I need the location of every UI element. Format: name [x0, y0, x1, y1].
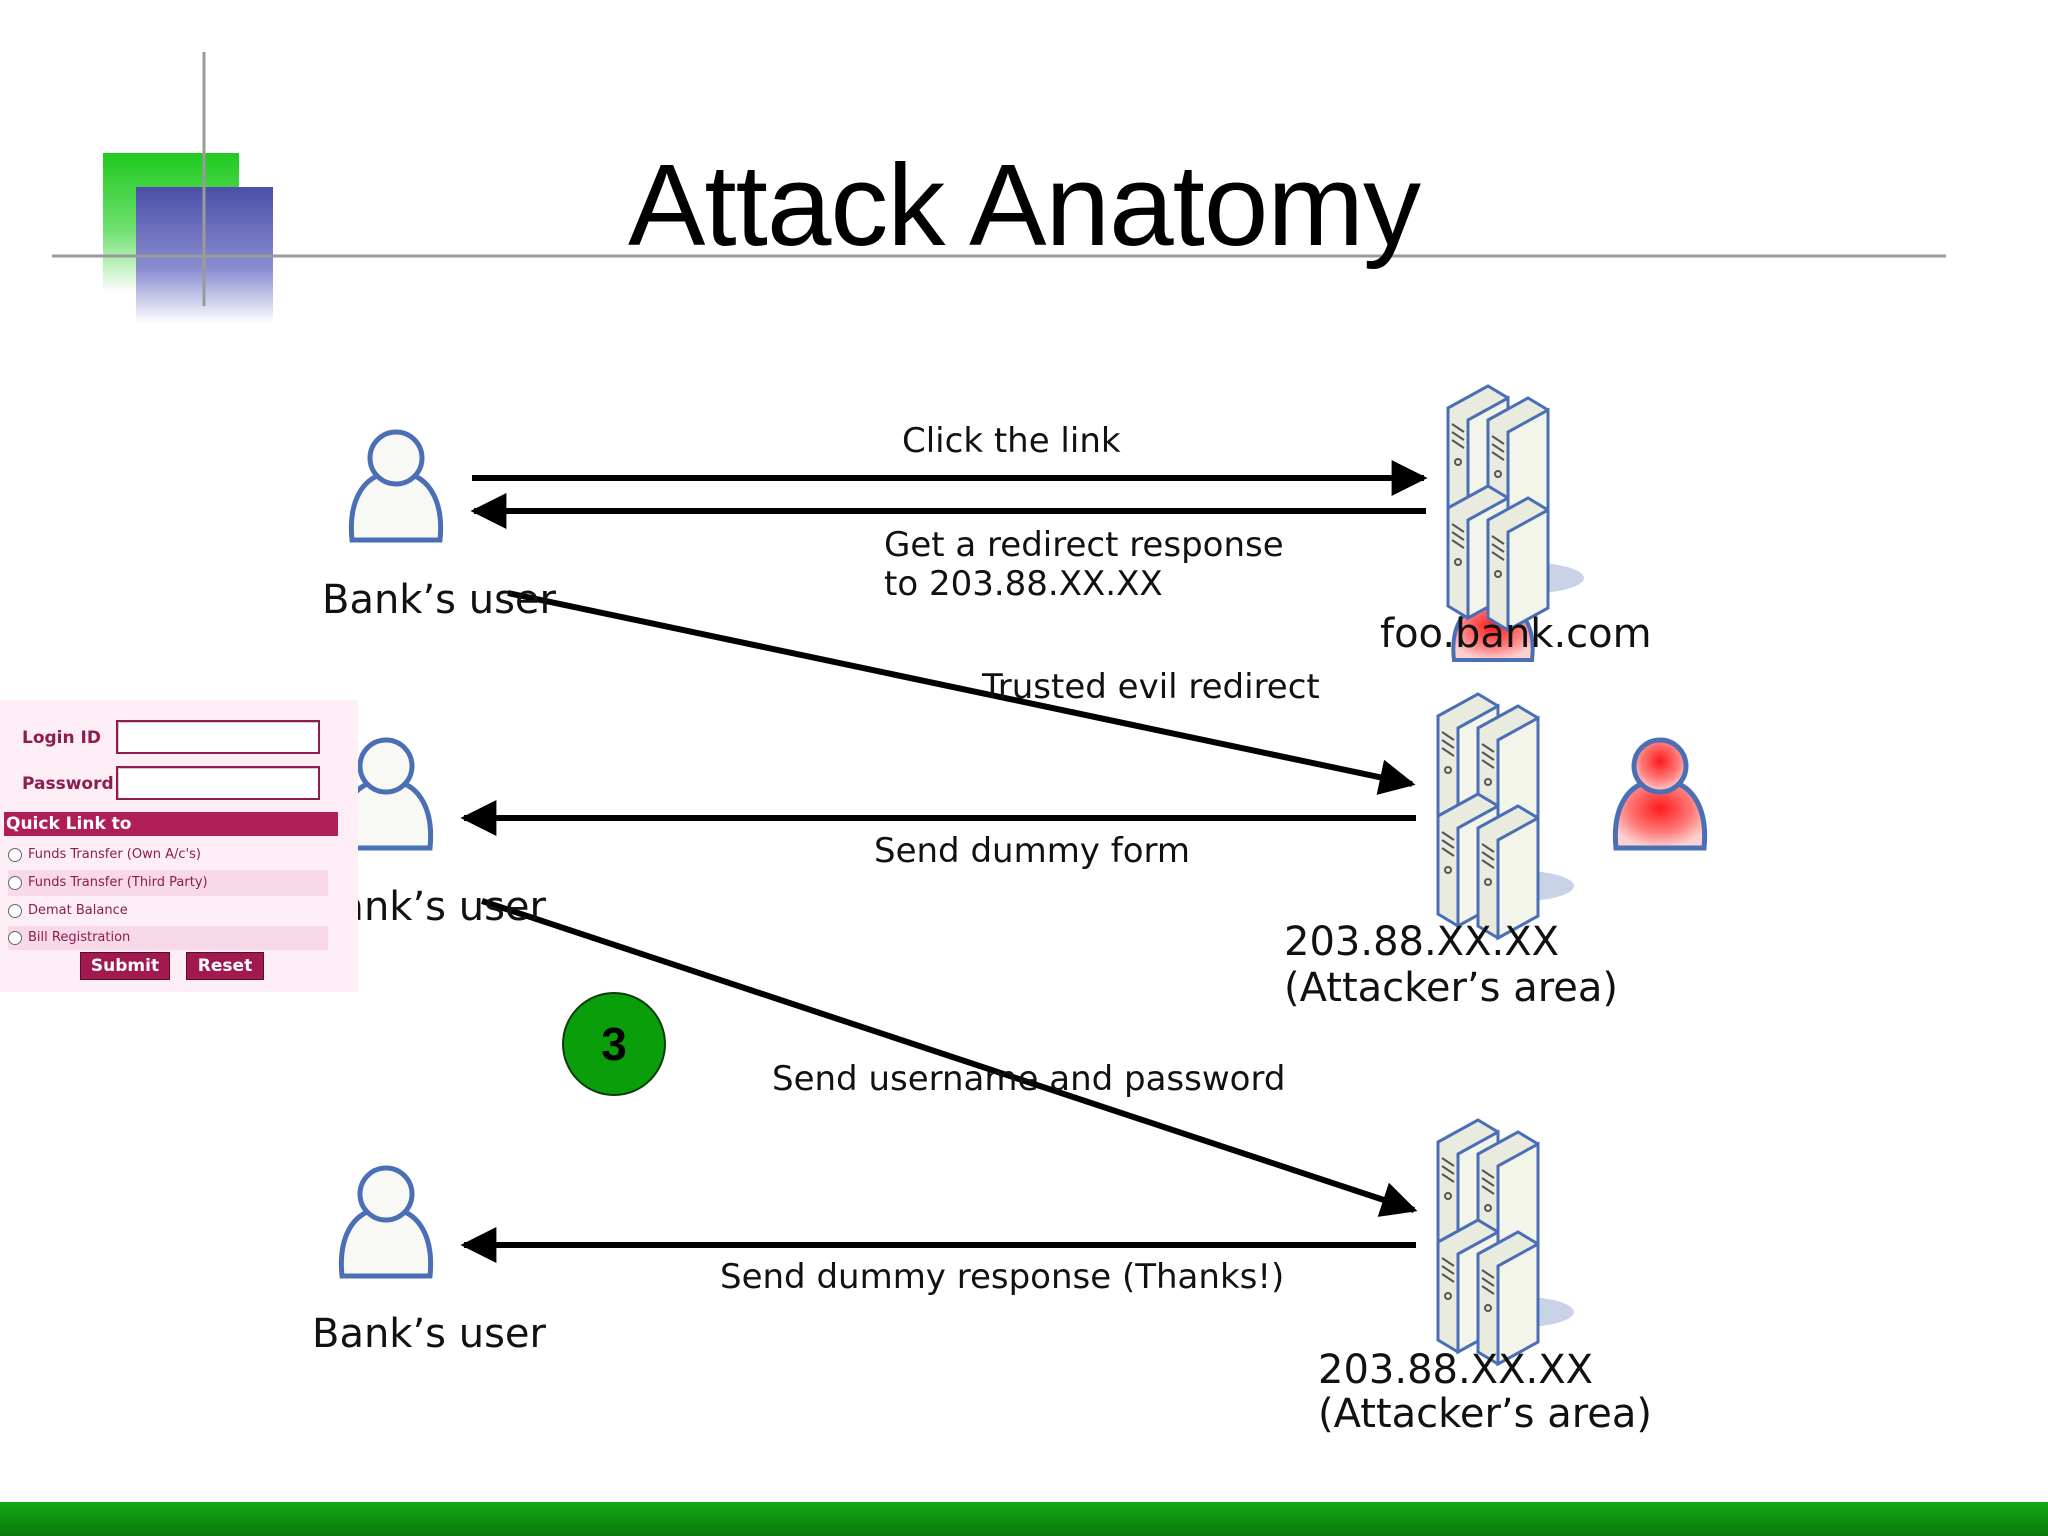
server-rack-icon: [1446, 384, 1584, 632]
login-id-input[interactable]: [116, 720, 320, 754]
quick-link-option-label: Funds Transfer (Third Party): [28, 875, 208, 890]
radio-button[interactable]: [8, 930, 22, 945]
submit-button[interactable]: Submit: [80, 952, 170, 980]
quick-link-option[interactable]: Demat Balance: [8, 898, 328, 924]
actor-label-user-1: Bank’s user: [322, 577, 556, 623]
message-click-link: Click the link: [902, 421, 1121, 461]
server-label-bank: foo.bank.com: [1380, 611, 1652, 657]
password-input[interactable]: [116, 766, 320, 800]
user-icon: [338, 1165, 434, 1279]
quick-link-option[interactable]: Funds Transfer (Own A/c's): [8, 842, 328, 868]
radio-button[interactable]: [8, 903, 22, 918]
server-label-attacker-1-ip: 203.88.XX.XX: [1284, 919, 1559, 965]
message-dummy-response: Send dummy response (Thanks!): [720, 1257, 1285, 1297]
slide-title: Attack Anatomy: [628, 140, 1421, 270]
message-send-credentials: Send username and password: [772, 1059, 1286, 1099]
user-icon: [348, 429, 444, 543]
step-number-badge: 3: [562, 992, 666, 1096]
password-label: Password: [22, 774, 114, 794]
server-rack-icon: [1436, 692, 1574, 940]
actor-label-user-3: Bank’s user: [312, 1311, 546, 1357]
message-redirect-line2: to 203.88.XX.XX: [884, 564, 1163, 604]
quick-link-header: Quick Link to: [4, 812, 338, 836]
server-rack-icon: [1436, 1118, 1574, 1366]
radio-button[interactable]: [8, 875, 22, 890]
message-trusted-redirect: Trusted evil redirect: [982, 667, 1320, 707]
footer-bar: [0, 1502, 2048, 1536]
quick-link-option-label: Demat Balance: [28, 903, 128, 918]
reset-button[interactable]: Reset: [186, 952, 264, 980]
server-label-attacker-2-ip: 203.88.XX.XX: [1318, 1347, 1593, 1393]
login-id-label: Login ID: [22, 728, 101, 748]
server-label-attacker-2-area: (Attacker’s area): [1318, 1391, 1653, 1437]
message-redirect-line1: Get a redirect response: [884, 525, 1284, 565]
message-dummy-form: Send dummy form: [874, 831, 1191, 871]
radio-button[interactable]: [8, 847, 22, 862]
quick-link-option[interactable]: Bill Registration: [8, 926, 328, 950]
server-label-attacker-1-area: (Attacker’s area): [1284, 965, 1619, 1011]
attacker-icon: [1612, 737, 1708, 851]
quick-link-option-label: Bill Registration: [28, 930, 131, 945]
dummy-login-form: Login ID Password Quick Link to Funds Tr…: [0, 700, 358, 992]
quick-link-option-label: Funds Transfer (Own A/c's): [28, 847, 201, 862]
quick-link-option[interactable]: Funds Transfer (Third Party): [8, 870, 328, 896]
arrow-trusted-redirect: [507, 590, 1416, 795]
arrow-send-credentials: [481, 898, 1418, 1217]
